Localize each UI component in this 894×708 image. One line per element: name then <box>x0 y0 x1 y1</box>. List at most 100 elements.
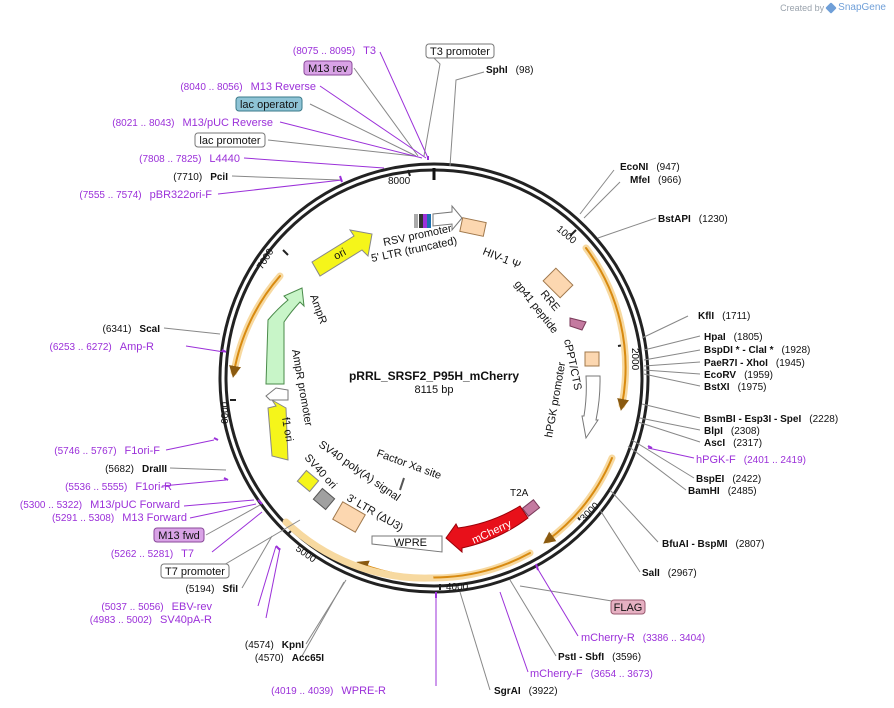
boxlabel-lac-promoter: lac promoter <box>199 135 260 147</box>
ruler-label-8000: 8000 <box>388 176 411 187</box>
site-HpaI: HpaI(1805) <box>704 332 763 343</box>
ruler-label-6000: 6000 <box>220 401 231 424</box>
boxlabel-m13-fwd: M13 fwd <box>158 530 200 542</box>
box-lac-operator <box>235 96 303 112</box>
gp41-marker <box>569 317 587 331</box>
ampr-promoter-arrow <box>265 387 289 401</box>
rre-box <box>542 267 574 299</box>
backbone-outer-ring <box>218 162 650 594</box>
site-BspMI: BfuAI - BspMI(2807) <box>662 539 764 550</box>
label-wpre: WPRE <box>394 537 427 549</box>
label-factor-xa: Factor Xa site <box>375 448 443 482</box>
label-f1-ori: f1 ori <box>279 416 295 442</box>
primer-ticks <box>213 156 653 598</box>
sv40-polyA-box <box>312 487 336 511</box>
site-BstXI: BstXI(1975) <box>704 382 766 393</box>
site-AscI: AscI(2317) <box>704 438 762 449</box>
primer-SV40pA-R: (4983 .. 5002)SV40pA-R <box>90 614 212 626</box>
ruler-label-2000: 2000 <box>629 348 640 371</box>
lac-cluster-marks <box>414 214 431 228</box>
primer-F1ori-F: (5746 .. 5767)F1ori-F <box>54 445 160 457</box>
site-KflI: KflI(1711) <box>698 311 750 322</box>
credit-prefix: Created by <box>780 2 825 13</box>
orf-arcs <box>229 244 630 582</box>
primer-L4440: (7808 .. 7825)L4440 <box>139 153 240 165</box>
primer-labels: (8075 .. 8095)T3 (8040 .. 8056)M13 Rever… <box>20 45 806 697</box>
primer-EBV-rev: (5037 .. 5056)EBV-rev <box>101 601 212 613</box>
site-SgrAI: SgrAI(3922) <box>494 686 558 697</box>
primer-M13pUC-Reverse: (8021 .. 8043)M13/pUC Reverse <box>112 117 273 129</box>
credit-brand: SnapGene <box>838 2 886 13</box>
plasmid-name: pRRL_SRSF2_P95H_mCherry <box>349 369 519 383</box>
site-EcoNI: EcoNI(947) <box>620 162 680 173</box>
primer-leaders <box>161 51 695 686</box>
ruler-label-4000: 4000 <box>446 582 469 593</box>
primer-pBR322ori-F: (7555 .. 7574)pBR322ori-F <box>79 189 212 201</box>
site-EcoRV: EcoRV(1959) <box>704 370 773 381</box>
site-SfiI: (5194)SfiI <box>186 584 239 595</box>
primer-M13pUC-Forward: (5300 .. 5322)M13/pUC Forward <box>20 499 180 511</box>
ori-arrow <box>311 229 373 277</box>
primer-mCherry-R: mCherry-R(3386 .. 3404) <box>581 632 705 644</box>
label-ampr-promoter: AmpR promoter <box>289 348 314 427</box>
ampr-arrow <box>265 287 305 385</box>
site-DraIII: (5682)DraIII <box>105 464 167 475</box>
label-hiv-psi: HIV-1 Ψ <box>481 246 522 272</box>
f1-ori-arrow <box>267 399 289 461</box>
site-Acc65I: (4570)Acc65I <box>255 653 324 664</box>
site-SalI: SalI(2967) <box>642 568 697 579</box>
leader-lines <box>163 51 701 691</box>
box-m13-fwd <box>153 527 205 543</box>
ruler-label-1000: 1000 <box>554 224 578 247</box>
primer-mCherry-F: mCherry-F(3654 .. 3673) <box>530 668 653 680</box>
site-XhoI: PaeR7I - XhoI(1945) <box>704 358 805 369</box>
boxed-feature-labels: T3 promoter M13 rev lac operator lac pro… <box>153 43 646 615</box>
boxlabel-t3-promoter: T3 promoter <box>430 46 490 58</box>
box-t7-promoter <box>160 563 230 579</box>
site-BlpI: BlpI(2308) <box>704 426 760 437</box>
primer-T3: (8075 .. 8095)T3 <box>293 45 376 57</box>
factor-xa-marker <box>399 477 405 491</box>
hpgk-arrow <box>581 375 601 440</box>
site-ClaI: BspDI * - ClaI *(1928) <box>704 345 810 356</box>
t2a-box <box>521 499 541 517</box>
site-PciI: (7710)PciI <box>173 172 228 183</box>
rsv-promoter-arrow <box>432 204 463 232</box>
site-labels: SphI(98) EcoNI(947) MfeI(966) BstAPI(123… <box>103 65 839 697</box>
snapgene-credit: Created by SnapGene <box>780 1 886 14</box>
site-SbfI: PstI - SbfI(3596) <box>558 652 641 663</box>
site-SpeI: BsmBI - Esp3I - SpeI(2228) <box>704 414 838 425</box>
primer-F1ori-R: (5536 .. 5555)F1ori-R <box>65 481 172 493</box>
site-BspEI: BspEI(2422) <box>696 474 761 485</box>
mcherry-arrow <box>445 505 529 554</box>
boxlabel-lac-operator: lac operator <box>240 99 298 111</box>
wpre-arrow <box>371 535 443 553</box>
box-m13-rev <box>303 60 353 76</box>
primer-WPRE-R: (4019 .. 4039)WPRE-R <box>271 685 386 697</box>
boxlabel-flag: FLAG <box>614 602 643 614</box>
hiv-psi-box <box>459 217 487 237</box>
box-flag <box>610 599 646 615</box>
boxlabel-m13-rev: M13 rev <box>308 63 348 75</box>
label-hpgk: hPGK promoter <box>543 361 568 439</box>
primer-T7: (5262 .. 5281)T7 <box>111 548 194 560</box>
plasmid-length: 8115 bp <box>415 384 454 396</box>
cppt-box <box>584 351 600 367</box>
primer-Amp-R: (6253 .. 6272)Amp-R <box>50 341 155 353</box>
label-ori: ori <box>332 246 348 262</box>
label-ampr: AmpR <box>307 293 329 326</box>
primer-M13-Reverse: (8040 .. 8056)M13 Reverse <box>180 81 316 93</box>
ruler-label-7000: 7000 <box>255 247 276 272</box>
site-MfeI: MfeI(966) <box>630 175 681 186</box>
sv40-ori-box <box>296 469 320 493</box>
primer-hPGK-F: hPGK-F(2401 .. 2419) <box>696 454 806 466</box>
ltr3-box <box>332 501 366 533</box>
site-SphI: SphI(98) <box>486 65 533 76</box>
inner-feature-glyphs <box>265 204 601 554</box>
site-KpnI: (4574)KpnI <box>245 640 304 651</box>
label-t2a: T2A <box>510 488 529 499</box>
box-t3-promoter <box>425 43 495 59</box>
site-ScaI: (6341)ScaI <box>103 324 161 335</box>
boxlabel-t7-promoter: T7 promoter <box>165 566 225 578</box>
